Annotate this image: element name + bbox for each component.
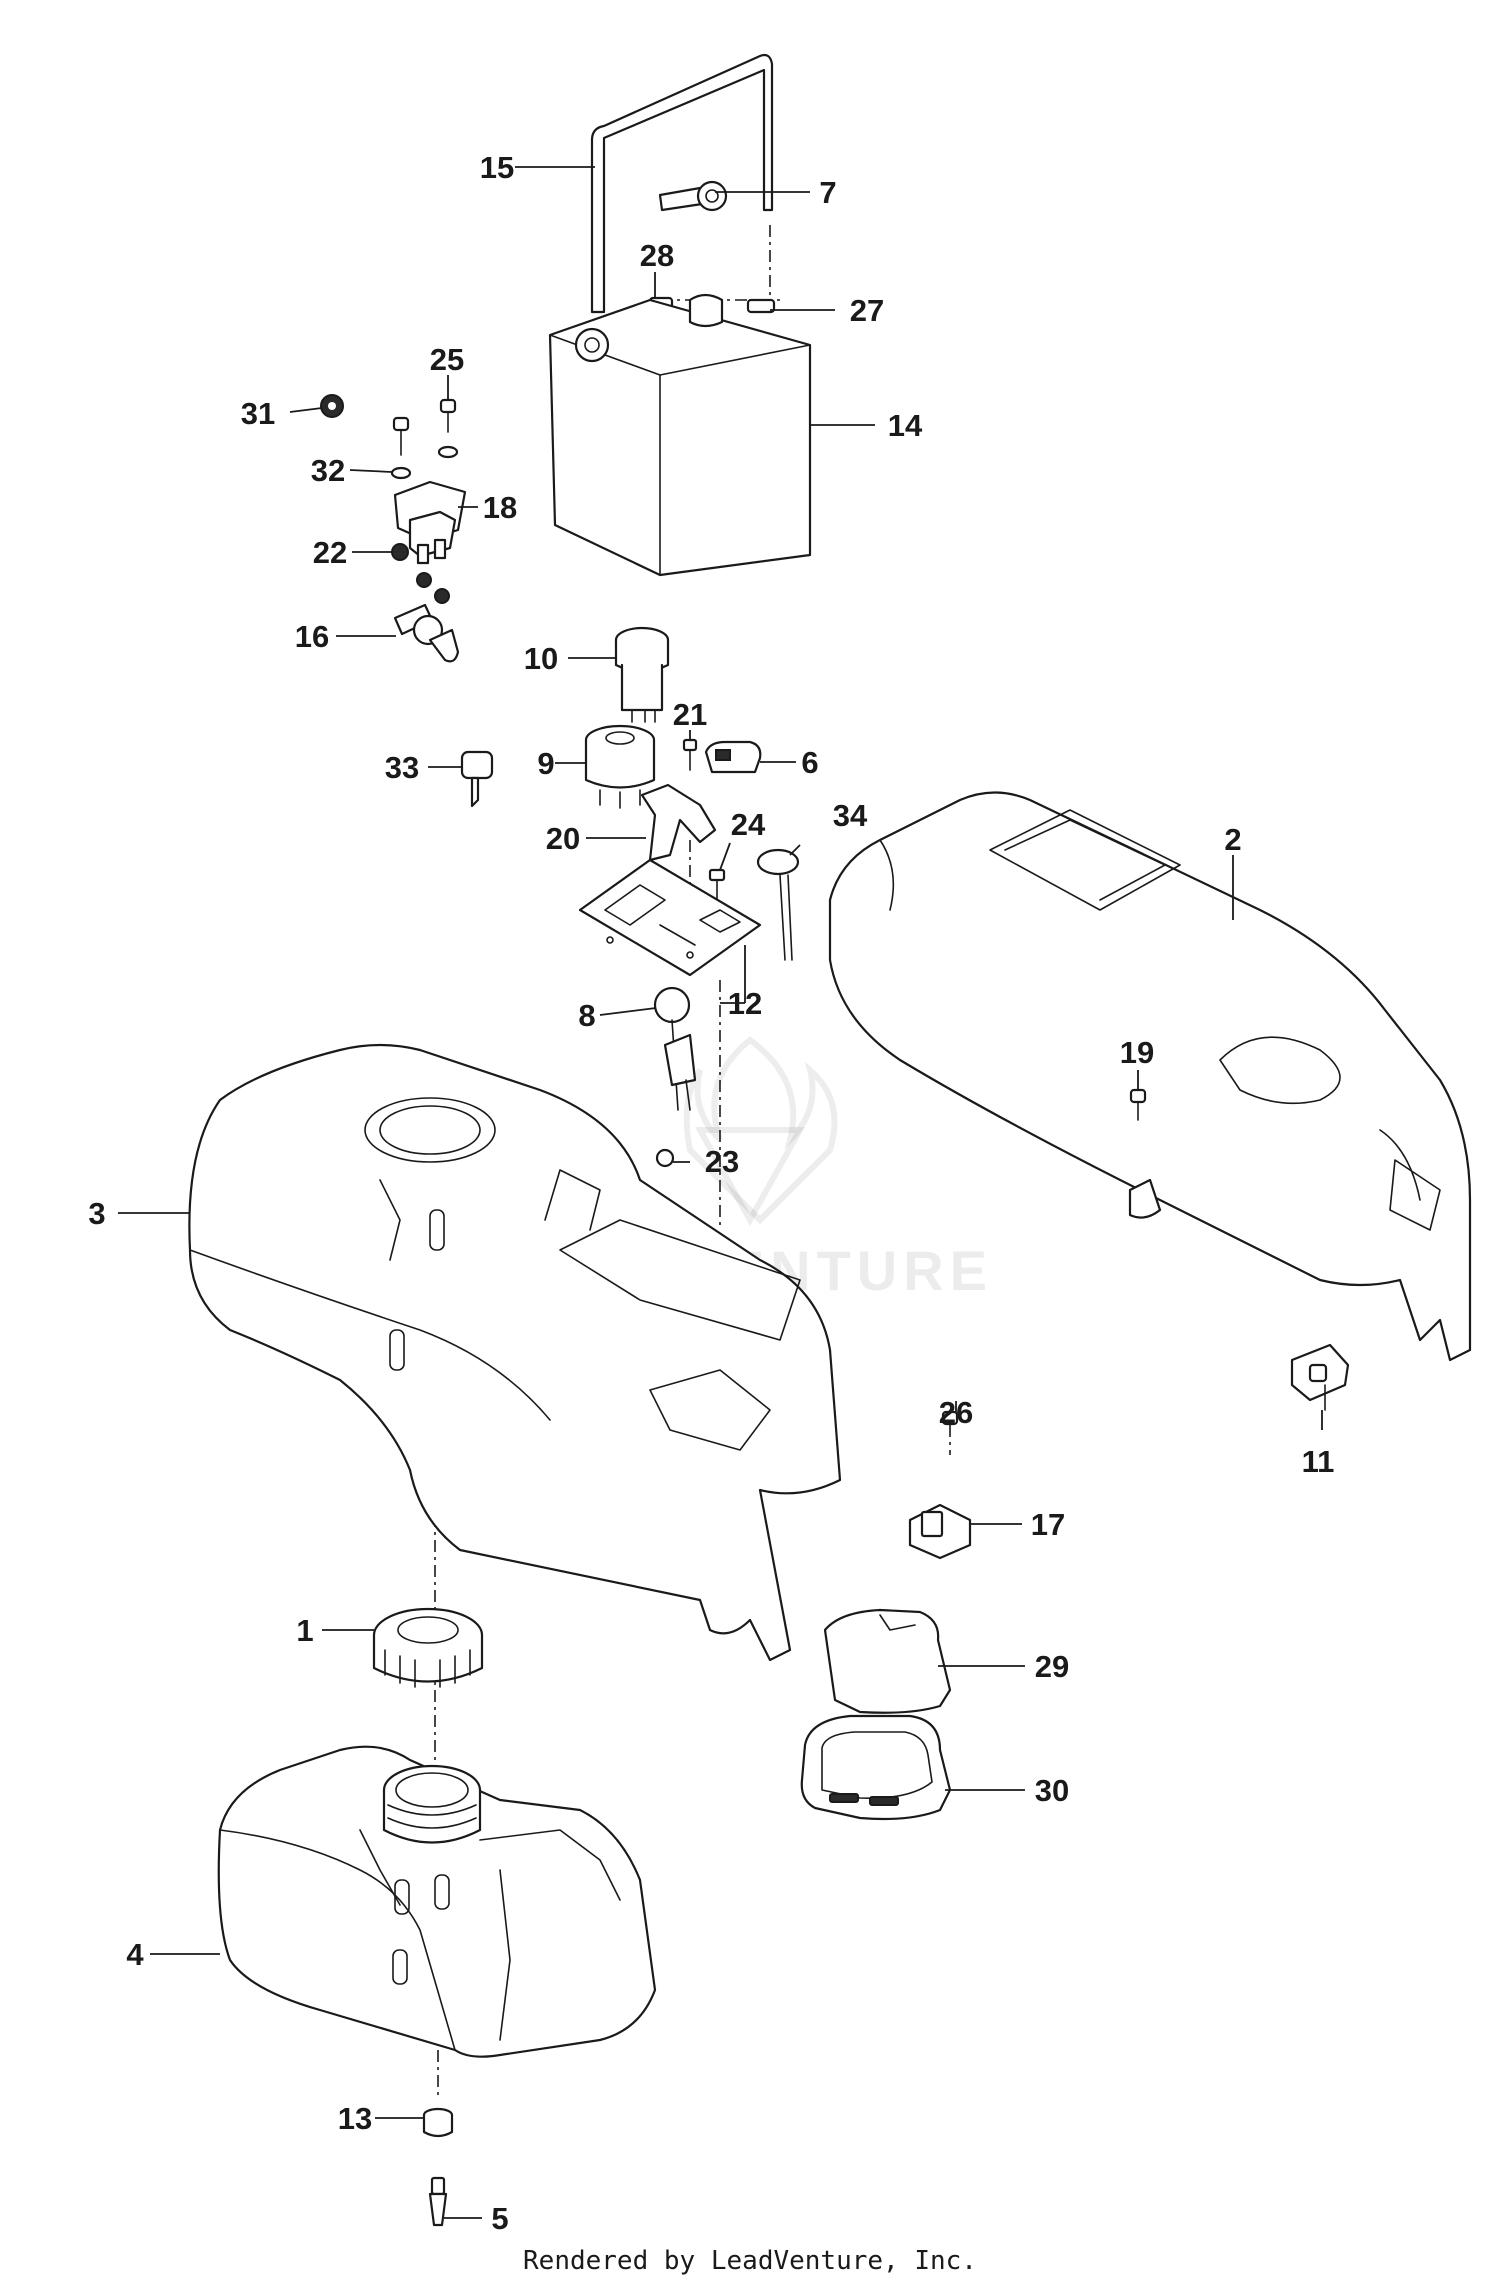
callout-32: 32 [311, 453, 345, 488]
part-27-bolt [746, 298, 776, 314]
callout-6: 6 [801, 745, 818, 780]
callout-11: 11 [1302, 1444, 1335, 1479]
part-12-control-plate [578, 858, 762, 977]
part-15-battery-rod [590, 53, 774, 314]
callout-13: 13 [338, 2101, 372, 2136]
callout-30: 30 [1035, 1773, 1069, 1808]
callout-5: 5 [491, 2201, 508, 2236]
part-32-washer [390, 416, 412, 480]
callout-17: 17 [1031, 1507, 1065, 1542]
part-9-ignition-switch [584, 724, 656, 809]
part-6-seat-switch [704, 740, 762, 774]
callout-3: 3 [88, 1196, 105, 1231]
callout-19: 19 [1120, 1035, 1154, 1070]
part-26-screw [941, 1410, 959, 1426]
part-24-screw [708, 868, 726, 901]
callout-1: 1 [296, 1613, 313, 1648]
part-4-fuel-tank [217, 1745, 657, 2058]
callout-16: 16 [295, 619, 329, 654]
callout-15: 15 [480, 150, 514, 185]
callout-10: 10 [524, 641, 558, 676]
part-8-throttle-lever [653, 986, 697, 1111]
part-31-nut [320, 394, 344, 418]
callout-28: 28 [640, 238, 674, 273]
part-10-pto-switch [614, 626, 670, 723]
part-13-bushing [422, 2107, 454, 2138]
callout-21: 21 [673, 697, 707, 732]
part-20-bracket [640, 783, 717, 862]
part-5-fuel-fitting [428, 2176, 448, 2227]
callout-22: 22 [313, 535, 347, 570]
watermark-logo [683, 1036, 838, 1227]
callout-24: 24 [731, 807, 766, 842]
part-29-panel-cover [823, 1608, 952, 1714]
callout-18: 18 [483, 490, 517, 525]
part-11-safety-switch [1290, 1343, 1350, 1411]
callout-25: 25 [430, 342, 464, 377]
part-1-fuel-cap [372, 1607, 484, 1688]
part-14-battery [548, 293, 812, 577]
part-22-nut [391, 543, 450, 604]
callout-20: 20 [546, 821, 580, 856]
footer-credit: Rendered by LeadVenture, Inc. [523, 2246, 977, 2276]
callout-26: 26 [939, 1395, 973, 1430]
part-34-choke-knob [756, 848, 800, 961]
part-33-key [460, 750, 494, 808]
part-30-bezel [800, 1714, 952, 1821]
callout-8: 8 [578, 998, 595, 1033]
callout-31: 31 [241, 396, 275, 431]
callout-34: 34 [833, 798, 868, 833]
callout-12: 12 [728, 986, 762, 1021]
callout-9: 9 [537, 746, 554, 781]
part-23-nut [655, 1148, 675, 1168]
part-18-switch [393, 480, 467, 565]
part-7-battery-terminal [658, 180, 728, 212]
callout-4: 4 [126, 1937, 144, 1972]
leader-lines [118, 166, 1323, 2219]
part-21-screw [682, 738, 698, 771]
part-16-terminal [393, 603, 460, 663]
callout-33: 33 [385, 750, 419, 785]
callout-2: 2 [1224, 822, 1241, 857]
part-3-front-cover [188, 1043, 842, 1662]
part-2-rear-cover [828, 791, 1472, 1362]
callout-23: 23 [705, 1144, 739, 1179]
callout-27: 27 [850, 293, 884, 328]
callout-14: 14 [888, 408, 923, 443]
callout-7: 7 [819, 175, 836, 210]
part-17-switch [908, 1503, 972, 1560]
part-25-screw [437, 398, 459, 459]
callout-29: 29 [1035, 1649, 1069, 1684]
